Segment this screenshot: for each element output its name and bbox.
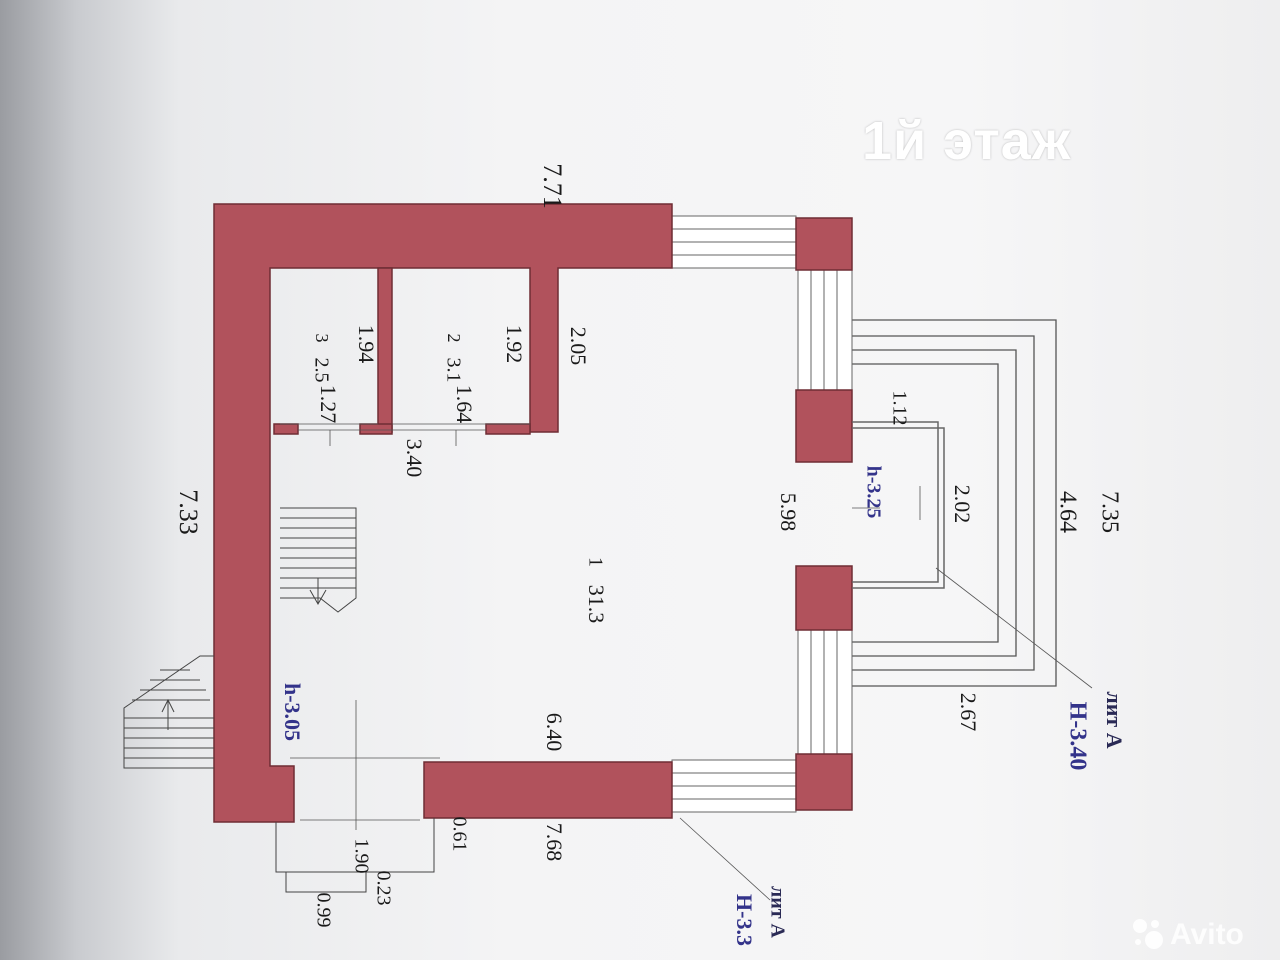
dim-porch-depth: 4.64	[1054, 491, 1080, 533]
wall-stub-2	[359, 423, 393, 435]
room1-area: 31.3	[584, 585, 609, 624]
dim-inner-width: 6.40	[542, 713, 567, 752]
room2-area: 3.1	[442, 358, 464, 383]
windows	[671, 215, 853, 813]
outer-stairs	[123, 655, 214, 769]
room3-area: 2.5	[310, 358, 332, 383]
dim-porch-base: 2.67	[956, 693, 981, 732]
label-lit-a-bottom: лит А	[766, 886, 788, 939]
pillar-mid-1	[795, 389, 853, 463]
label-h-bottom: H-3.3	[732, 894, 757, 946]
dim-step2-depth: 0.23	[372, 871, 394, 906]
height-porch: h-3.25	[862, 466, 884, 519]
dim-porch-height: 2.02	[950, 485, 975, 524]
dim-room3-height: 1.94	[354, 325, 379, 364]
dim-corridor: 3.40	[402, 439, 427, 478]
watermark-text: Avito	[1170, 918, 1244, 951]
room3-number: 3	[312, 334, 332, 343]
dim-left: 7.33	[174, 489, 203, 535]
label-h-right: H-3.40	[1064, 702, 1090, 771]
room1-number: 1	[584, 557, 606, 567]
dim-porch-width: 1.12	[888, 391, 910, 426]
bottom-wall	[423, 761, 673, 819]
wall-stub-3	[485, 423, 531, 435]
pillar-top-right	[795, 217, 853, 271]
dim-room2-width: 1.64	[452, 385, 477, 424]
height-main: h-3.05	[280, 683, 305, 741]
wall-stub-1	[273, 423, 299, 435]
partition-wall	[377, 267, 393, 433]
dim-room3-width: 1.27	[316, 385, 341, 424]
dim-top: 7.71	[538, 163, 567, 209]
porch-outlines	[852, 319, 1057, 687]
dim-step-depth: 0.61	[448, 817, 470, 852]
dimension-lines	[280, 423, 1093, 901]
dim-step2-width: 0.99	[312, 893, 334, 928]
porch-frame	[852, 421, 945, 589]
pillar-mid-2	[795, 565, 853, 631]
dim-step-width: 1.90	[350, 839, 372, 874]
avito-logo-icon	[1133, 919, 1163, 949]
walls	[213, 203, 853, 823]
dim-right-outer: 7.35	[1096, 491, 1122, 533]
outer-wall-main	[213, 203, 673, 823]
pillar-bottom-right	[795, 753, 853, 811]
dim-partition: 2.05	[566, 327, 591, 366]
entrance-step	[275, 818, 435, 893]
label-lit-a-right: лит А	[1102, 691, 1127, 748]
dim-room2-height: 1.92	[502, 325, 527, 364]
dim-inner-height: 5.98	[776, 493, 801, 532]
inner-stairs	[280, 507, 357, 613]
floor-title: 1й этаж	[862, 111, 1072, 171]
dim-bottom: 7.68	[542, 823, 567, 862]
room2-number: 2	[444, 334, 464, 343]
